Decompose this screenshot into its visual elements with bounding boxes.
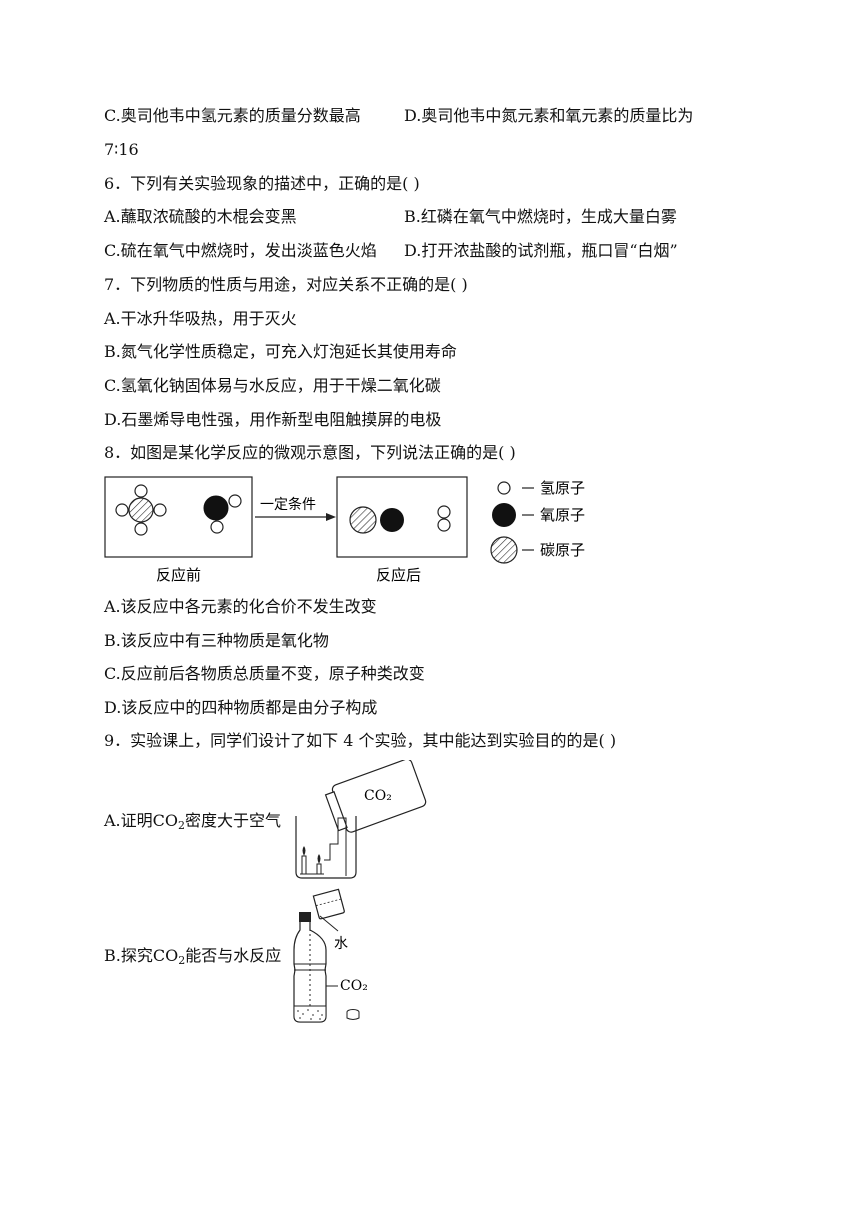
co2-jar-label: CO₂ [364, 788, 392, 804]
hydrogen-atom [134, 484, 148, 498]
after-label: 反应后 [376, 566, 421, 584]
water-label: 水 [334, 936, 348, 952]
q9-a-beaker-figure: CO₂ [290, 758, 430, 882]
hydrogen-atom [437, 518, 451, 532]
q8-stem: 8．如图是某化学反应的微观示意图，下列说法正确的是( ) [104, 443, 516, 462]
q6-row-ab: A.蘸取浓硫酸的木棍会变黑 B.红磷在氧气中燃烧时，生成大量白雾 [104, 207, 677, 227]
q6-option-d: D.打开浓盐酸的试剂瓶，瓶口冒“白烟” [404, 241, 678, 260]
legend-carbon [490, 536, 518, 564]
q9-option-a: A.证明CO2密度大于空气 [104, 811, 282, 832]
q8-option-d: D.该反应中的四种物质都是由分子构成 [104, 698, 378, 717]
before-box [104, 476, 253, 558]
q7-option-d: D.石墨烯导电性强，用作新型电阻触摸屏的电极 [104, 410, 442, 429]
bottle-cap [299, 912, 311, 922]
legend-hydrogen-label: 氢原子 [540, 479, 585, 497]
q9-option-b: B.探究CO2能否与水反应 [104, 946, 282, 967]
q5-option-c: C.奥司他韦中氢元素的质量分数最高 [104, 106, 361, 125]
hydrogen-atom [228, 494, 242, 508]
co2-bottle-label: CO₂ [340, 978, 368, 994]
after-box [336, 476, 468, 558]
q5-options-row: C.奥司他韦中氢元素的质量分数最高 D.奥司他韦中氮元素和氧元素的质量比为 [104, 106, 693, 126]
q7-option-c: C.氢氧化钠固体易与水反应，用于干燥二氧化碳 [104, 376, 441, 395]
arrow-label: 一定条件 [260, 496, 316, 513]
q9-stem: 9．实验课上，同学们设计了如下 4 个实验，其中能达到实验目的的是( ) [104, 731, 617, 750]
hydrogen-atom [210, 520, 224, 534]
legend-carbon-label: 碳原子 [540, 541, 585, 559]
carbon-atom [349, 506, 377, 534]
q5-option-d-continued: 7∶16 [104, 140, 139, 159]
q8-option-a: A.该反应中各元素的化合价不发生改变 [104, 597, 377, 616]
q6-option-b: B.红磷在氧气中燃烧时，生成大量白雾 [404, 207, 677, 226]
legend-hydrogen [497, 481, 511, 495]
q7-stem: 7．下列物质的性质与用途，对应关系不正确的是( ) [104, 275, 468, 294]
q8-reaction-diagram: 一定条件 反应前 反应后 氢原子 氧原子 碳原子 [104, 474, 604, 590]
q6-option-c: C.硫在氧气中燃烧时，发出淡蓝色火焰 [104, 241, 377, 260]
q6-row-cd: C.硫在氧气中燃烧时，发出淡蓝色火焰 D.打开浓盐酸的试剂瓶，瓶口冒“白烟” [104, 241, 678, 261]
q7-option-a: A.干冰升华吸热，用于灭火 [104, 309, 297, 328]
q8-option-b: B.该反应中有三种物质是氧化物 [104, 631, 329, 650]
pouring-beaker [312, 888, 345, 920]
hydrogen-atom [153, 503, 167, 517]
q6-stem: 6．下列有关实验现象的描述中，正确的是( ) [104, 174, 420, 193]
q5-option-d: D.奥司他韦中氮元素和氧元素的质量比为 [404, 106, 694, 125]
loose-cap [346, 1012, 360, 1020]
legend-oxygen-label: 氧原子 [540, 506, 585, 524]
q7-option-b: B.氮气化学性质稳定，可充入灯泡延长其使用寿命 [104, 342, 457, 361]
legend-oxygen [492, 503, 516, 527]
before-label: 反应前 [156, 566, 201, 584]
beaker [295, 816, 357, 879]
q9-b-bottle-figure: 水 CO₂ [290, 884, 410, 1026]
reaction-diagram-svg: 一定条件 反应前 反应后 氢原子 氧原子 碳原子 [104, 476, 585, 584]
q8-option-c: C.反应前后各物质总质量不变，原子种类改变 [104, 664, 425, 683]
q6-option-a: A.蘸取浓硫酸的木棍会变黑 [104, 207, 297, 226]
hydrogen-atom [115, 503, 129, 517]
carbon-atom [128, 497, 154, 523]
oxygen-atom [380, 508, 404, 532]
hydrogen-atom [437, 505, 451, 519]
hydrogen-atom [134, 522, 148, 536]
oxygen-atom [203, 495, 229, 521]
